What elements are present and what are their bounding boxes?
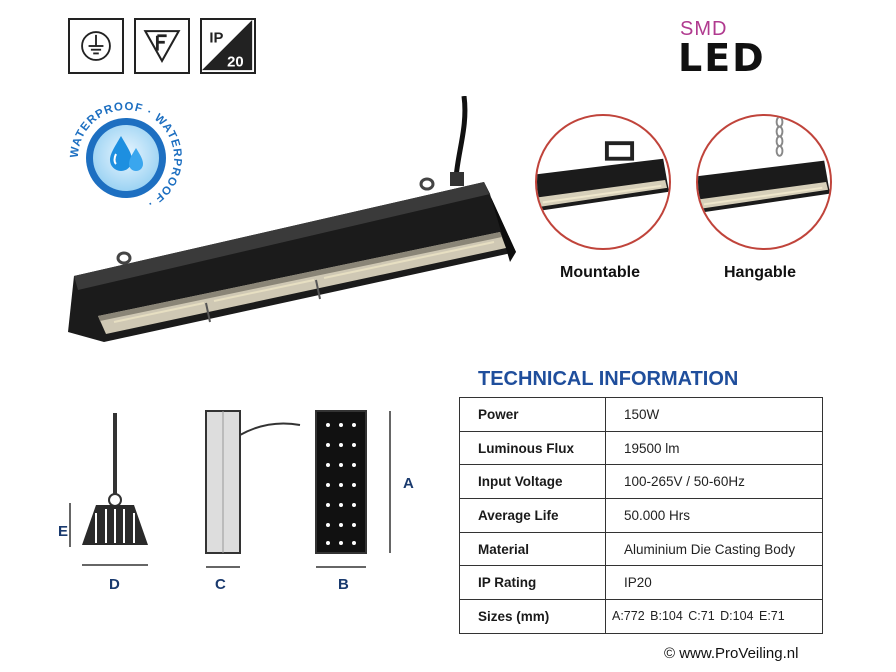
spec-value: IP20 [605,565,823,601]
mountable-caption: Mountable [560,264,640,281]
f-mark-icon [134,18,190,74]
brand-small-text: SMD [680,18,728,40]
table-row: Power 150W [459,397,823,432]
table-row: Material Aluminium Die Casting Body [459,531,823,567]
spec-label: IP Rating [459,565,606,601]
spec-value: A:772 B:104 C:71 D:104 E:71 [605,599,823,634]
technical-info-title: TECHNICAL INFORMATION [478,368,739,390]
mountable-image [535,114,671,250]
earth-ground-icon [68,18,124,74]
ip-rating-number: 20 [227,54,244,70]
hangable-image [696,114,832,250]
dimension-diagram [69,410,391,568]
dimension-label-d: D [109,576,120,593]
brand-big-text: LED [678,36,766,80]
spec-label: Material [459,531,606,567]
spec-value: 150W [605,397,823,432]
spec-label: Average Life [459,498,606,533]
watermark-text: © www.ProVeiling.nl [664,645,799,662]
ip-label: IP [209,30,223,46]
table-row: Luminous Flux 19500 lm [459,430,823,466]
spec-label: Luminous Flux [459,430,606,466]
waterproof-badge: WATERPROOF · WATERPROOF · [69,101,182,210]
spec-label: Power [459,397,606,432]
ip20-icon: IP 20 [200,18,256,74]
table-row: Average Life 50.000 Hrs [459,498,823,533]
hangable-caption: Hangable [724,264,797,281]
dimension-label-c: C [215,576,226,593]
led-fixture-image [68,96,516,342]
spec-value: 50.000 Hrs [605,498,823,533]
spec-table: Power 150W Luminous Flux 19500 lm Input … [459,397,823,634]
table-row: Sizes (mm) A:772 B:104 C:71 D:104 E:71 [459,599,823,634]
dimension-label-a: A [403,475,414,492]
waterproof-droplets-icon [110,136,143,171]
spec-value: Aluminium Die Casting Body [605,531,823,567]
table-row: Input Voltage 100-265V / 50-60Hz [459,464,823,500]
brand-logo: SMD LED [676,16,796,80]
dimension-label-e: E [58,523,69,540]
spec-label: Sizes (mm) [459,599,606,634]
table-row: IP Rating IP20 [459,565,823,601]
spec-value: 100-265V / 50-60Hz [605,464,823,500]
spec-value: 19500 lm [605,430,823,466]
dimension-label-b: B [338,576,349,593]
spec-label: Input Voltage [459,464,606,500]
